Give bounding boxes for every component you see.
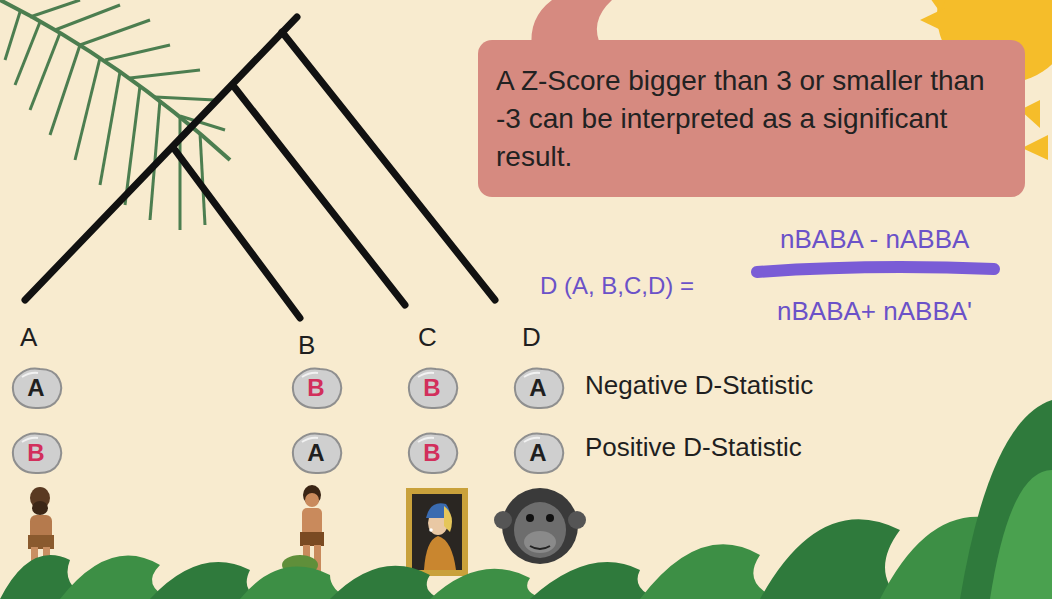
rock-state: A: [510, 365, 566, 411]
foliage: [0, 400, 1052, 599]
note-text: A Z-Score bigger than 3 or smaller than …: [496, 62, 1007, 175]
painting: [406, 488, 468, 576]
palm-leaf: [0, 0, 230, 230]
taxon-label: A: [20, 322, 37, 353]
speech-bubble: A Z-Score bigger than 3 or smaller than …: [478, 40, 1025, 197]
fraction-bar: [757, 267, 994, 272]
rock-state: B: [8, 430, 64, 476]
rock-state: A: [510, 430, 566, 476]
rock-state: B: [404, 430, 460, 476]
allele-letter: A: [529, 439, 546, 467]
allele-letter: B: [423, 439, 440, 467]
human-figure: [282, 485, 324, 575]
allele-letter: B: [423, 374, 440, 402]
formula-denominator: nBABA+ nABBA': [777, 296, 972, 327]
rock-state: A: [8, 365, 64, 411]
rock-state: B: [404, 365, 460, 411]
formula-numerator: nBABA - nABBA: [780, 224, 969, 255]
allele-letter: A: [529, 374, 546, 402]
allele-letter: A: [307, 439, 324, 467]
chimpanzee-face: [494, 488, 586, 564]
row-label: Positive D-Statistic: [585, 432, 802, 463]
taxon-label: D: [522, 322, 541, 353]
rock-state: A: [288, 430, 344, 476]
row-label: Negative D-Statistic: [585, 370, 813, 401]
taxon-label: C: [418, 322, 437, 353]
allele-letter: B: [27, 439, 44, 467]
phylogenetic-tree: [25, 17, 495, 318]
rock-state: B: [288, 365, 344, 411]
taxon-label: B: [298, 330, 315, 361]
formula-lhs: D (A, B,C,D) =: [540, 272, 694, 300]
allele-letter: B: [307, 374, 324, 402]
allele-letter: A: [27, 374, 44, 402]
